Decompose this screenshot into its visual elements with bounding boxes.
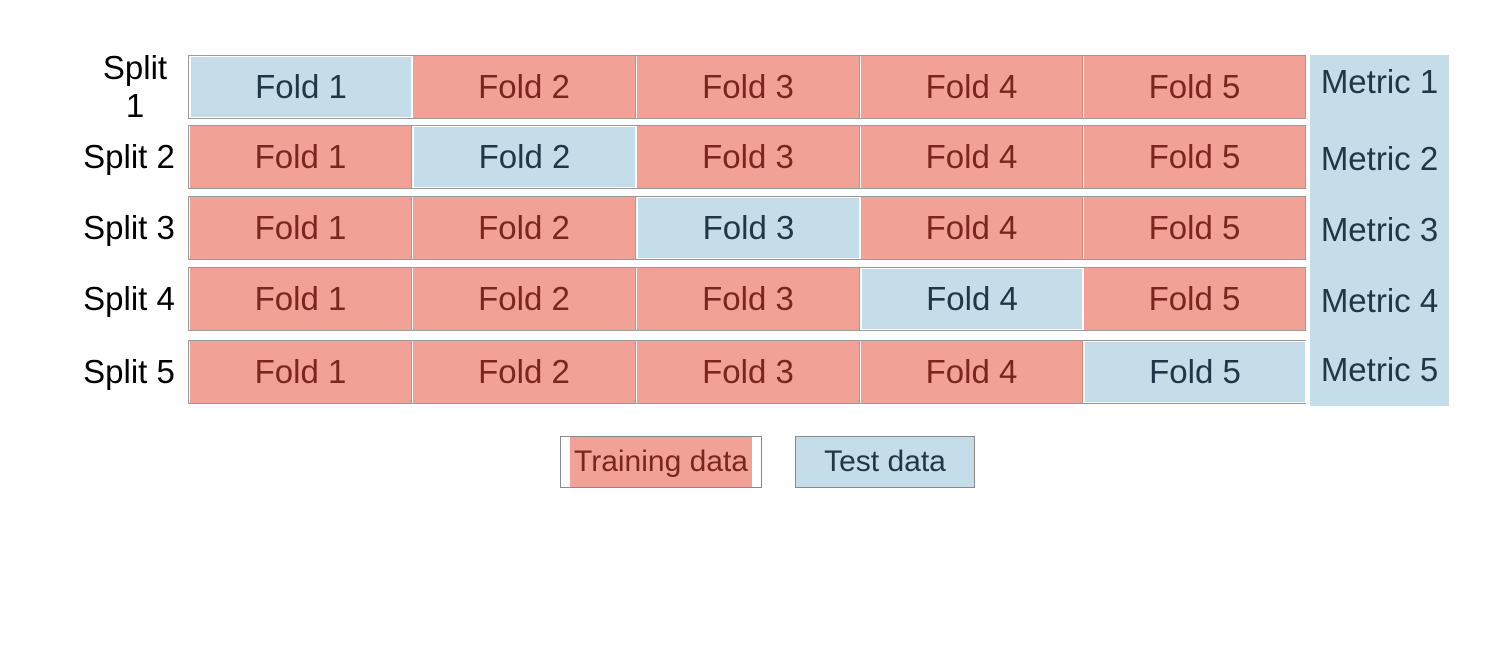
training-fold: Fold 4 <box>861 126 1083 188</box>
training-fold: Fold 3 <box>637 56 860 118</box>
metric-label: Metric 4 <box>1320 282 1439 319</box>
training-fold: Fold 2 <box>413 341 636 403</box>
training-fold: Fold 4 <box>861 56 1083 118</box>
metric-column <box>1310 55 1449 406</box>
test-fold: Fold 1 <box>190 56 412 118</box>
training-fold: Fold 5 <box>1084 126 1306 188</box>
split-label: Split 4 <box>83 280 175 317</box>
legend-training-swatch <box>570 437 752 487</box>
legend-test: Test data <box>795 436 975 488</box>
test-fold: Fold 5 <box>1084 341 1306 403</box>
metric-label: Metric 3 <box>1320 211 1439 248</box>
metric-label: Metric 5 <box>1320 351 1439 388</box>
training-fold: Fold 4 <box>861 341 1083 403</box>
training-fold: Fold 2 <box>413 197 636 259</box>
training-fold: Fold 4 <box>861 197 1083 259</box>
training-fold: Fold 3 <box>637 341 860 403</box>
training-fold: Fold 5 <box>1084 268 1306 330</box>
training-fold: Fold 5 <box>1084 197 1306 259</box>
legend-training-label: Training data <box>574 445 748 478</box>
split-label: Split 3 <box>83 209 175 246</box>
training-fold: Fold 3 <box>637 126 860 188</box>
metric-label: Metric 1 <box>1320 63 1439 100</box>
training-fold: Fold 2 <box>413 56 636 118</box>
training-fold: Fold 1 <box>190 197 412 259</box>
training-fold: Fold 1 <box>190 341 412 403</box>
training-fold: Fold 3 <box>637 268 860 330</box>
legend-test-label: Test data <box>824 445 946 478</box>
metric-label: Metric 2 <box>1320 140 1439 177</box>
legend-training: Training data <box>560 436 762 488</box>
test-fold: Fold 4 <box>861 268 1083 330</box>
test-fold: Fold 2 <box>413 126 636 188</box>
test-fold: Fold 3 <box>637 197 860 259</box>
training-fold: Fold 2 <box>413 268 636 330</box>
split-label: Split 1 <box>102 49 168 124</box>
training-fold: Fold 5 <box>1084 56 1306 118</box>
split-label: Split 5 <box>83 353 175 390</box>
split-label: Split 2 <box>83 138 175 175</box>
training-fold: Fold 1 <box>190 126 412 188</box>
training-fold: Fold 1 <box>190 268 412 330</box>
